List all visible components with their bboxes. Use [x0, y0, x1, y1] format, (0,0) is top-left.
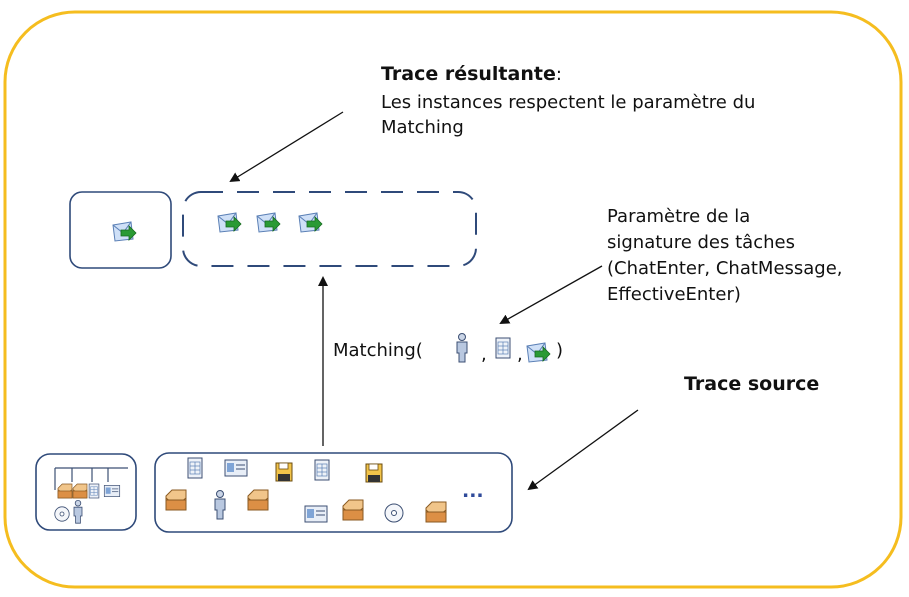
- cd-icon: [384, 503, 404, 523]
- matching-close-paren: ): [556, 340, 564, 361]
- arrow-to-result: [229, 111, 344, 183]
- source-title: Trace source: [684, 373, 820, 395]
- document-icon: [495, 337, 511, 359]
- document-icon: [187, 457, 203, 479]
- id-card-icon: [304, 505, 328, 523]
- folder-icon: [165, 489, 187, 511]
- person-icon: [214, 490, 226, 520]
- matching-label: Matching(: [333, 340, 423, 361]
- source-trace-box: [154, 452, 513, 533]
- result-desc-line2: Matching: [381, 117, 464, 138]
- source-ellipsis: ...: [462, 480, 484, 502]
- envelope-arrow-icon: [526, 342, 551, 363]
- result-trace-box: [182, 191, 477, 267]
- arrow-to-source: [527, 409, 639, 491]
- matching-separator: ,: [517, 344, 523, 365]
- folder-icon: [425, 501, 447, 523]
- signature-line4: EffectiveEnter): [607, 284, 741, 305]
- floppy-disk-icon: [275, 462, 293, 482]
- envelope-arrow-icon: [217, 212, 242, 233]
- folder-icon: [342, 499, 364, 521]
- floppy-disk-icon: [365, 463, 383, 483]
- document-icon: [314, 459, 330, 481]
- signature-line1: Paramètre de la: [607, 206, 751, 227]
- person-icon: [456, 333, 468, 363]
- arrow-to-signature: [499, 265, 603, 324]
- outer-frame: [3, 10, 903, 589]
- envelope-arrow-icon: [256, 212, 281, 233]
- hierarchy-icon: [54, 467, 128, 524]
- signature-line2: signature des tâches: [607, 232, 795, 253]
- signature-line3: (ChatEnter, ChatMessage,: [607, 258, 843, 279]
- result-title-colon: :: [555, 64, 562, 85]
- matching-separator: ,: [481, 344, 487, 365]
- folder-icon: [247, 489, 269, 511]
- result-desc-line1: Les instances respectent le paramètre du: [381, 92, 756, 113]
- id-card-icon: [224, 459, 248, 477]
- result-title: Trace résultante: [381, 63, 556, 85]
- envelope-arrow-icon: [298, 212, 323, 233]
